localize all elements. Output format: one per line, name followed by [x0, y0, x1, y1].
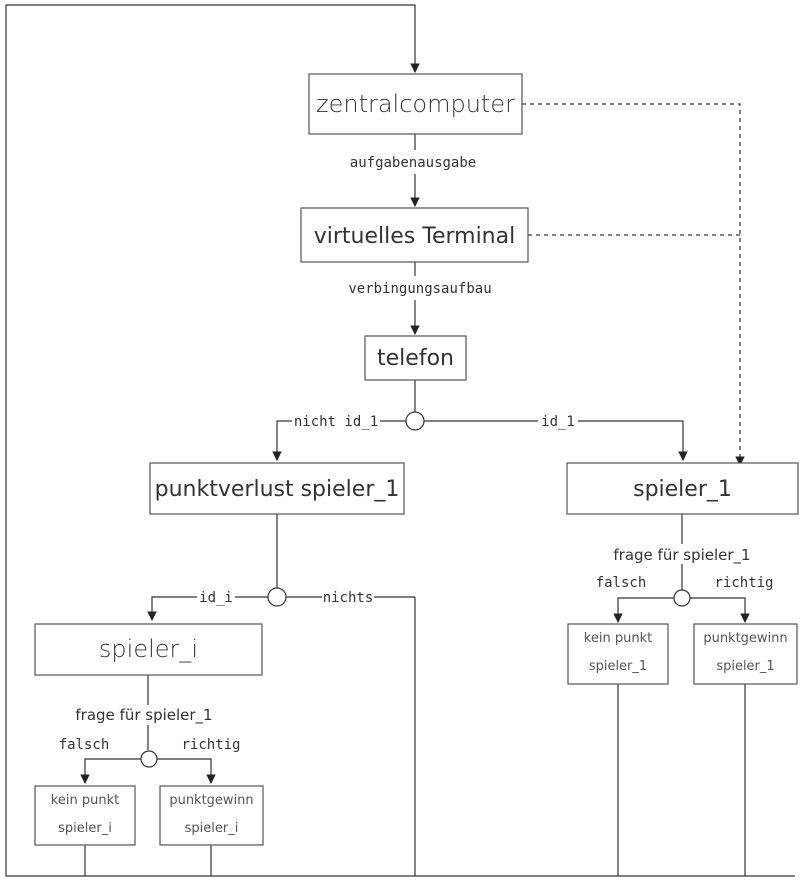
edge-label-id-i: id_i	[199, 590, 233, 606]
edge-richtig-1	[690, 597, 750, 623]
node-zentralcomputer: zentralcomputer	[308, 73, 523, 135]
feedback-loop-line	[5, 4, 420, 877]
edge-label-id1: id_1	[541, 414, 575, 430]
node-kein-punkt-i-line1: kein punkt	[51, 793, 119, 808]
node-punktgewinn-spieler-i: punktgewinn spieler_i	[159, 785, 264, 846]
node-punktgewinn-1-line1: punktgewinn	[703, 631, 787, 646]
node-kein-punkt-i-line2: spieler_i	[58, 821, 112, 836]
junction-spieler-1	[673, 589, 691, 607]
edge-richtig-i	[157, 758, 216, 784]
edge-label-verbingungsaufbau: verbingungsaufbau	[348, 281, 491, 297]
node-spieler-i: spieler_i	[34, 623, 263, 676]
edge-label-richtig-1: richtig	[714, 575, 773, 591]
node-punktgewinn-i-line2: spieler_i	[185, 821, 239, 836]
edge-label-frage-spieler-1: frage für spieler_1	[613, 546, 750, 565]
node-punktverlust-label: punktverlust spieler_1	[155, 477, 400, 502]
node-spieler-1-label: spieler_1	[633, 477, 732, 502]
edge-falsch-i	[80, 758, 141, 784]
edge-label-frage-spieler-i: frage für spieler_1	[75, 706, 212, 725]
edge-label-nicht-id1: nicht id_1	[294, 414, 378, 430]
node-virtuelles-terminal: virtuelles Terminal	[300, 207, 529, 263]
node-kein-punkt-1-line1: kein punkt	[584, 631, 652, 646]
junction-punktverlust	[267, 587, 287, 607]
node-punktgewinn-i-line1: punktgewinn	[169, 793, 253, 808]
node-kein-punkt-spieler-i: kein punkt spieler_i	[34, 785, 136, 846]
junction-telefon	[405, 411, 425, 431]
node-punktgewinn-1-line2: spieler_1	[716, 659, 774, 674]
node-virtuelles-terminal-label: virtuelles Terminal	[314, 224, 515, 249]
node-telefon: telefon	[364, 335, 467, 381]
node-kein-punkt-1-line2: spieler_1	[589, 659, 647, 674]
node-telefon-label: telefon	[377, 346, 454, 371]
edge-id1	[424, 420, 688, 461]
node-punktgewinn-spieler-1: punktgewinn spieler_1	[693, 623, 798, 685]
edge-label-falsch-i: falsch	[59, 737, 110, 753]
node-zentralcomputer-label: zentralcomputer	[316, 90, 515, 118]
node-kein-punkt-spieler-1: kein punkt spieler_1	[567, 623, 669, 685]
node-punktverlust-spieler-1: punktverlust spieler_1	[149, 462, 405, 515]
edge-label-aufgabenausgabe: aufgabenausgabe	[350, 155, 476, 171]
node-spieler-i-label: spieler_i	[99, 635, 198, 663]
edge-label-nichts: nichts	[323, 590, 374, 606]
dashed-link-zentralcomputer	[522, 103, 745, 466]
node-spieler-1: spieler_1	[566, 462, 799, 515]
edge-label-richtig-i: richtig	[181, 737, 240, 753]
edge-falsch-1	[613, 597, 674, 623]
edge-label-falsch-1: falsch	[596, 575, 647, 591]
junction-spieler-i	[140, 750, 158, 768]
